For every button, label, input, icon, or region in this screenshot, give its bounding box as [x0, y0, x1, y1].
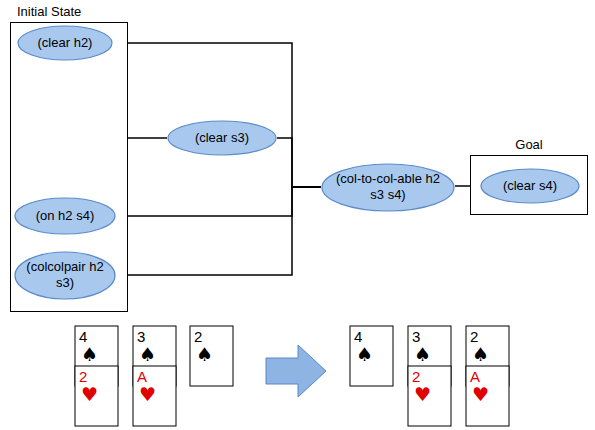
connector — [277, 138, 321, 187]
box-heading: Initial State — [17, 4, 81, 20]
condition-text: (col-to-col-able h2 s3 s4) — [335, 171, 442, 203]
condition-text: (colcolpair h2 s3) — [24, 259, 106, 291]
card-suit: ♠ — [196, 345, 213, 364]
card-rank: A — [137, 369, 147, 384]
card-rank: 4 — [79, 329, 87, 344]
card-suit: ♠ — [139, 345, 156, 364]
connector — [116, 187, 321, 275]
transition-arrow — [266, 345, 326, 397]
card-suit: ♥ — [81, 385, 98, 404]
card-suit: ♥ — [414, 385, 431, 404]
card-rank: 2 — [470, 329, 478, 344]
card-rank: 3 — [137, 329, 145, 344]
condition-ellipse: (col-to-col-able h2 s3 s4) — [321, 163, 455, 212]
card-suit: ♠ — [472, 345, 489, 364]
condition-text: (clear h2) — [27, 35, 104, 51]
card-suit: ♥ — [472, 385, 489, 404]
state-box: Goal(clear s4) — [470, 155, 588, 215]
condition-text: (on h2 s4) — [24, 208, 106, 224]
card-suit: ♠ — [81, 345, 98, 364]
condition-ellipse: (clear s4) — [480, 168, 580, 204]
card-suit: ♥ — [139, 385, 156, 404]
condition-ellipse: (on h2 s4) — [14, 197, 116, 235]
condition-text: (clear s4) — [490, 178, 570, 194]
connector — [116, 187, 321, 216]
connector — [113, 43, 321, 187]
condition-ellipse: (clear h2) — [17, 25, 113, 61]
playing-cards — [75, 326, 509, 426]
card-rank: A — [470, 369, 480, 384]
card-suit: ♠ — [414, 345, 431, 364]
card-rank: 2 — [412, 369, 420, 384]
card-suit: ♠ — [356, 345, 373, 364]
card-rank: 4 — [354, 329, 362, 344]
card-rank: 2 — [194, 329, 202, 344]
state-box: Initial State(clear h2)(on h2 s4)(colcol… — [10, 22, 128, 312]
box-heading: Goal — [471, 137, 587, 153]
card-rank: 3 — [412, 329, 420, 344]
condition-ellipse: (clear s3) — [167, 120, 277, 156]
condition-ellipse: (colcolpair h2 s3) — [14, 251, 116, 300]
condition-text: (clear s3) — [178, 130, 266, 146]
connector — [128, 137, 167, 139]
card-rank: 2 — [79, 369, 87, 384]
